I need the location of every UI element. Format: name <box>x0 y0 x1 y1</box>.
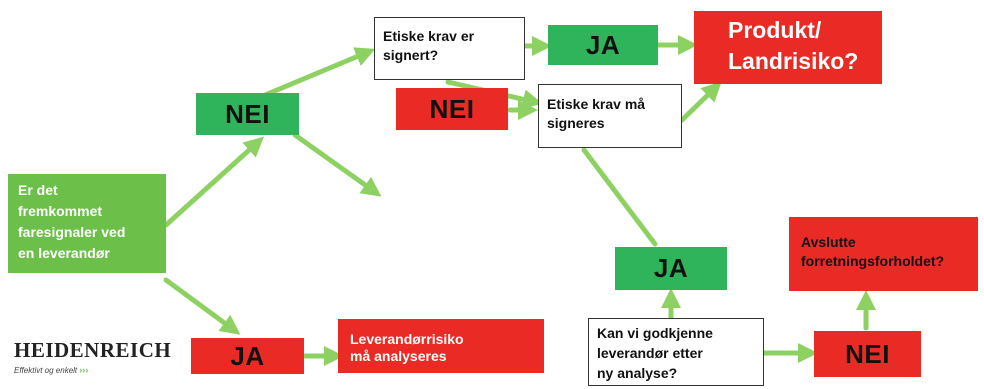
produkt-box: Produkt/ Landrisiko? <box>694 11 882 84</box>
godkjenne-line-3: ny analyse? <box>597 365 678 381</box>
start-box: Er det fremkommet faresignaler ved en le… <box>8 174 166 273</box>
nei-right-label: NEI <box>845 338 890 369</box>
ja-bottom-box: JA <box>191 338 304 374</box>
arrow-ja-to-signeres <box>581 147 658 247</box>
start-line-4: en leverandør <box>18 245 110 261</box>
logo-name: HEIDENREICH <box>14 338 172 362</box>
avslutte-line-2: forretningsforholdet? <box>801 253 945 269</box>
ja-top-box: JA <box>548 25 658 65</box>
avslutte-line-1: Avslutte <box>801 234 856 250</box>
start-line-1: Er det <box>18 182 58 198</box>
produkt-line-1: Produkt/ <box>728 17 822 43</box>
produkt-line-2: Landrisiko? <box>728 48 859 74</box>
nei-mid-label: NEI <box>429 93 475 124</box>
nei-left-box: NEI <box>196 93 299 135</box>
leverandor-line-1: Leverandørrisiko <box>350 331 464 347</box>
start-line-3: faresignaler ved <box>18 224 126 240</box>
etiske-signert-line-2: signert? <box>383 47 439 63</box>
ja-bottom-label: JA <box>230 340 265 371</box>
godkjenne-line-1: Kan vi godkjenne <box>597 325 713 341</box>
ja-right-box: JA <box>615 247 727 290</box>
arrow-start-to-nei <box>163 136 264 228</box>
godkjenne-box: Kan vi godkjenne leverandør etter ny ana… <box>588 318 764 386</box>
leverandor-risk-box: Leverandørrisiko må analyseres <box>338 319 544 373</box>
etiske-signert-line-1: Etiske krav er <box>383 28 475 44</box>
leverandor-line-2: må analyseres <box>350 348 447 364</box>
etiske-signert-box: Etiske krav er signert? <box>374 17 525 80</box>
ja-right-label: JA <box>653 253 689 283</box>
nei-right-box: NEI <box>814 331 921 377</box>
arrow-start-to-ja <box>163 277 241 335</box>
logo-slogan-text: Effektivt og enkelt <box>14 366 78 375</box>
avslutte-box: Avslutte forretningsforholdet? <box>789 217 978 291</box>
arrow-nei-to-etiske <box>262 47 376 98</box>
nei-left-label: NEI <box>225 98 270 129</box>
arrow-signeres-to-produkt <box>679 81 722 123</box>
heidenreich-logo: HEIDENREICH Effektivt og enkelt ››› <box>14 338 171 375</box>
logo-slogan: Effektivt og enkelt ››› <box>14 365 171 375</box>
etiske-signeres-box: Etiske krav må signeres <box>538 84 682 148</box>
arrow-nei-down <box>292 132 382 197</box>
ja-top-label: JA <box>585 29 621 60</box>
logo-chevrons-icon: ››› <box>79 365 89 375</box>
nei-mid-box: NEI <box>396 88 508 130</box>
etiske-signeres-line-1: Etiske krav må <box>547 96 646 112</box>
godkjenne-line-2: leverandør etter <box>597 345 703 361</box>
etiske-signeres-line-2: signeres <box>547 115 605 131</box>
start-line-2: fremkommet <box>18 203 103 219</box>
